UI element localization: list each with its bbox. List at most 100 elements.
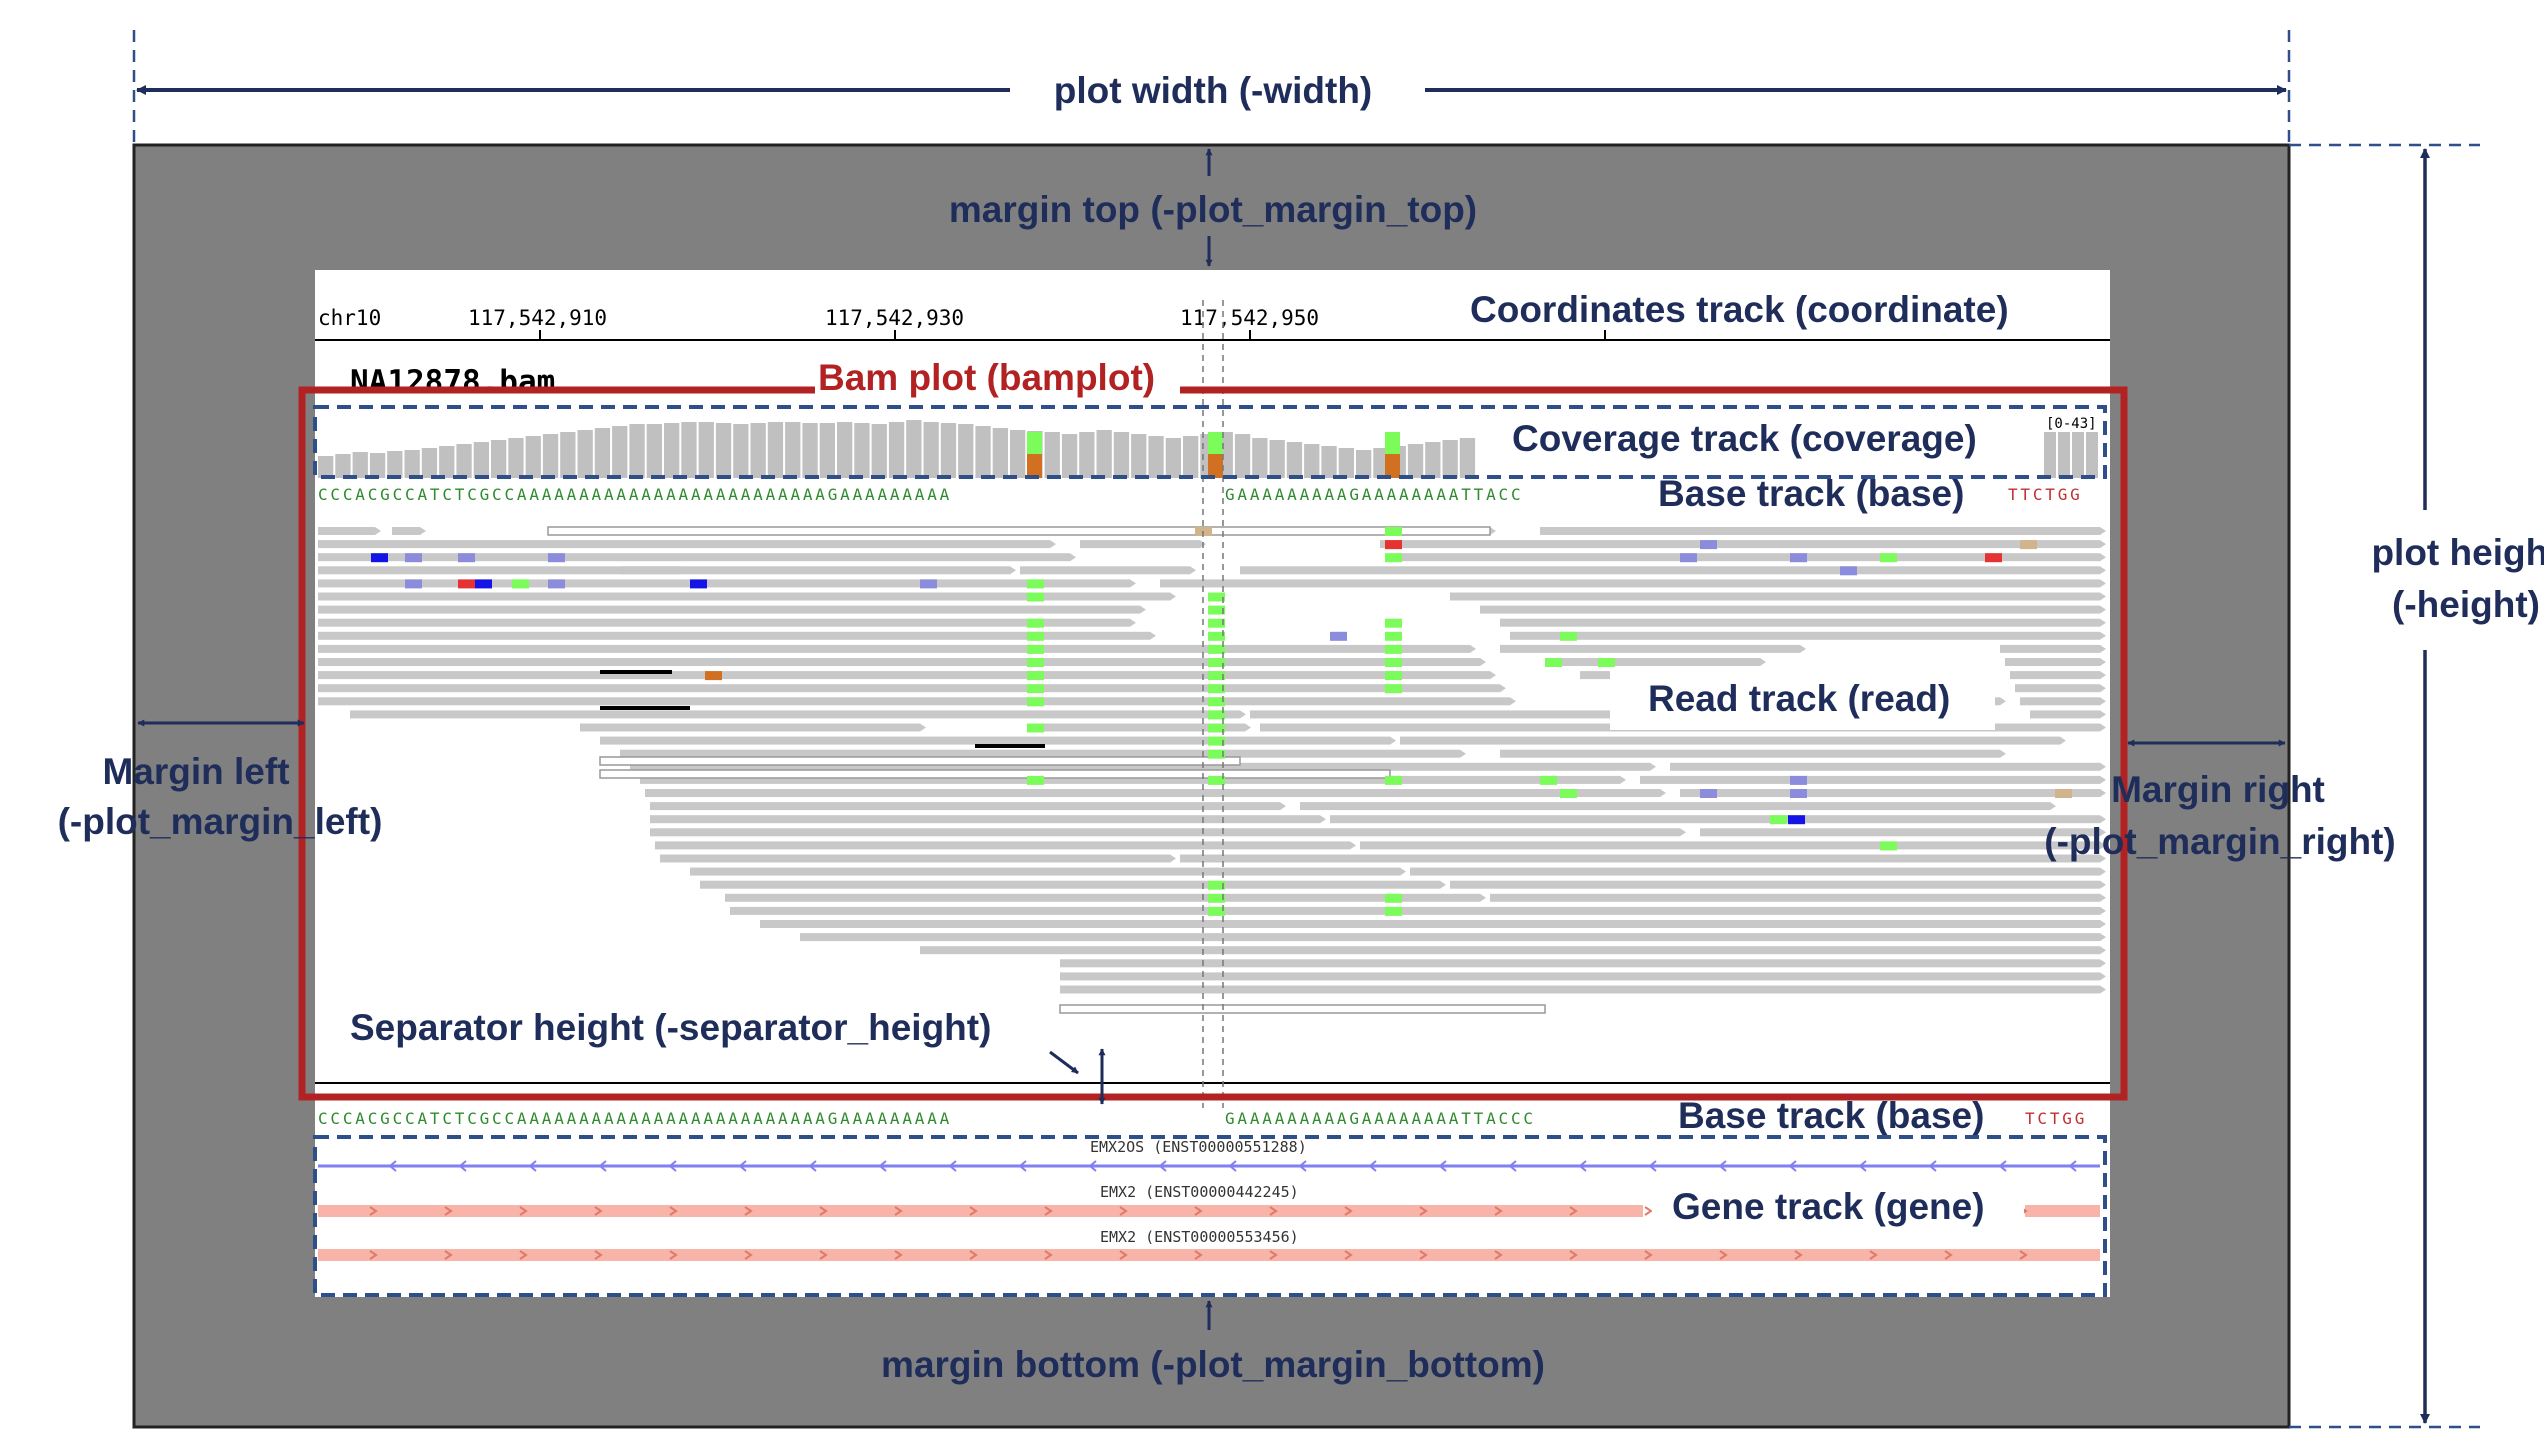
coverage-bar — [439, 446, 455, 478]
read-arrow — [1170, 854, 1176, 863]
chevron-icon — [369, 1206, 378, 1216]
read-arrow — [2000, 697, 2006, 706]
chevron-icon — [1508, 1160, 1517, 1172]
coverage-mismatch — [1208, 454, 1223, 478]
read — [690, 867, 1400, 876]
chevron-icon — [1494, 1250, 1503, 1260]
strand-chevrons — [388, 1160, 2077, 1172]
read-arrow — [2100, 880, 2106, 889]
mismatch-base — [1208, 893, 1225, 903]
read — [655, 841, 1350, 850]
separator-height-label: Separator height (-separator_height) — [350, 1007, 991, 1048]
coverage-track: [0-43] Coverage track (coverage) — [318, 414, 2098, 478]
chevron-icon — [1194, 1250, 1203, 1260]
coverage-bar — [456, 444, 472, 478]
read-arrow — [2100, 644, 2106, 653]
coverage-bar — [369, 453, 386, 478]
coverage-bar — [335, 454, 351, 478]
read — [1450, 880, 2100, 889]
coverage-bar — [715, 423, 732, 478]
read — [1450, 592, 2100, 601]
mismatch-base — [2055, 789, 2072, 798]
coverage-bar — [733, 424, 749, 478]
coverage-bar — [1286, 442, 1303, 478]
read — [1500, 644, 1800, 653]
read-arrow — [2100, 540, 2106, 549]
read — [318, 592, 1170, 601]
mismatch-base — [1208, 658, 1225, 667]
chevron-icon — [444, 1206, 453, 1216]
sequence-mid: GAAAAAAAAAGAAAAAAAATTACC — [1225, 485, 1523, 504]
mismatch-base — [1330, 631, 1347, 641]
read — [1060, 959, 2100, 968]
margin-bottom-label: margin bottom (-plot_margin_bottom) — [881, 1344, 1545, 1385]
read-arrow — [1190, 566, 1196, 575]
plot-width-label: plot width (-width) — [1054, 70, 1373, 111]
mismatch-base — [458, 553, 475, 563]
mismatch-base — [705, 671, 722, 681]
coverage-bar — [1131, 434, 1147, 478]
read — [800, 933, 2100, 942]
mismatch-base — [1208, 592, 1225, 602]
read — [1060, 972, 2100, 981]
chevron-icon — [1269, 1250, 1278, 1260]
coverage-bar — [1148, 436, 1164, 478]
chevron-icon — [1228, 1160, 1237, 1172]
read — [1480, 605, 2100, 614]
sequence-right: TCTGG — [2025, 1109, 2087, 1128]
read — [1380, 540, 2100, 549]
read — [318, 618, 1130, 627]
coverage-bar — [1269, 440, 1285, 478]
coverage-bar — [612, 426, 628, 478]
read-arrow — [1650, 762, 1656, 771]
read-unmapped — [599, 756, 1241, 766]
mismatch-base — [512, 579, 529, 589]
mismatch-base — [1208, 644, 1225, 654]
read — [1180, 854, 2100, 863]
chevron-icon — [594, 1250, 603, 1260]
read — [1490, 893, 2100, 902]
read — [1500, 618, 2100, 627]
read-arrow — [2100, 762, 2106, 771]
chevron-icon — [1944, 1250, 1953, 1260]
read — [580, 723, 920, 732]
chevron-icon — [1344, 1206, 1353, 1216]
coverage-bar — [421, 448, 438, 478]
read — [1300, 802, 2050, 811]
coverage-bar — [1165, 438, 1181, 478]
read — [1510, 631, 2100, 640]
position-label: 117,542,950 — [1180, 306, 1319, 330]
position-label: 117,542,930 — [825, 306, 964, 330]
read-arrow — [2100, 710, 2106, 719]
read — [700, 880, 1440, 889]
read-track-label: Read track (read) — [1648, 678, 1950, 719]
read — [2015, 684, 2100, 693]
read-arrow — [420, 527, 426, 535]
read — [1395, 553, 2100, 562]
read-arrow — [1680, 828, 1686, 837]
read — [1700, 828, 2100, 837]
read-arrow — [1280, 802, 1286, 811]
mismatch-base — [1560, 789, 1577, 798]
read-arrow — [1150, 631, 1156, 640]
chevron-icon — [969, 1206, 978, 1216]
chevron-icon — [1419, 1206, 1428, 1216]
read — [1680, 789, 2100, 797]
chevron-icon — [1158, 1160, 1167, 1172]
read-arrow — [1245, 723, 1251, 732]
chevron-icon — [1858, 1160, 1867, 1172]
read-arrow — [2100, 867, 2106, 876]
read-arrow — [1390, 736, 1396, 745]
coverage-bar — [923, 422, 939, 478]
position-label: 117,542,910 — [468, 306, 607, 330]
coverage-bar — [1079, 432, 1095, 478]
read-arrow — [1480, 658, 1486, 666]
read-arrow — [1620, 775, 1626, 784]
mismatch-base — [1208, 697, 1225, 707]
coverage-bar — [1252, 438, 1268, 478]
mismatch-base — [1027, 775, 1044, 785]
read-arrow — [2100, 959, 2106, 968]
margin-right-label: Margin right — [2111, 769, 2325, 810]
mismatch-base — [1385, 775, 1402, 785]
mismatch-base — [2020, 540, 2037, 550]
